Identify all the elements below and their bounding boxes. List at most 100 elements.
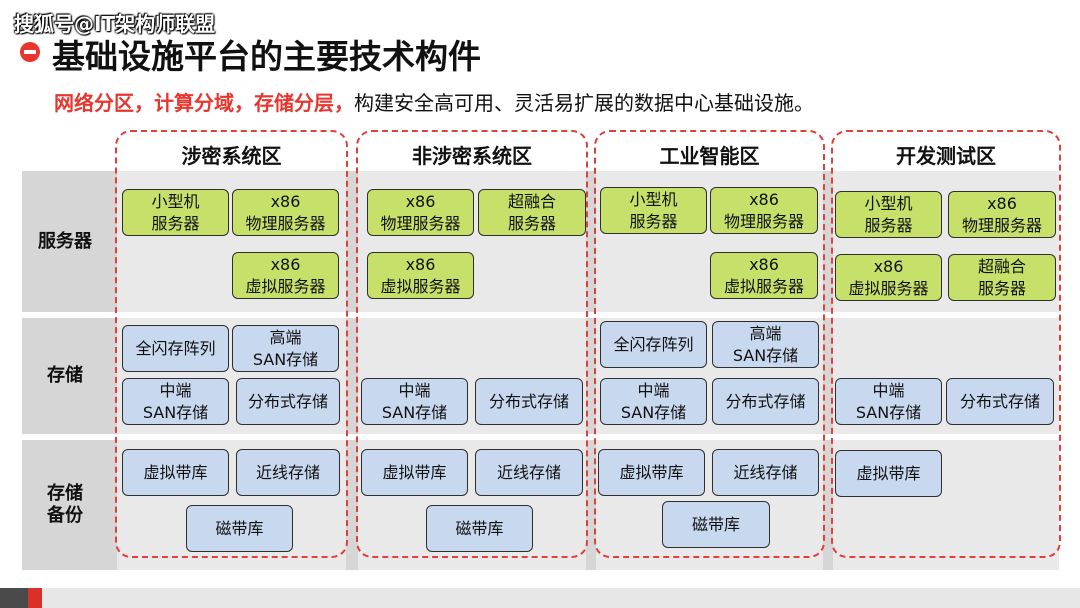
footer-bar-gray xyxy=(42,588,1080,608)
storage-component-box: 近线存储 xyxy=(475,449,583,496)
row-label-server: 服务器 xyxy=(22,171,108,312)
component-label-line2: 虚拟服务器 xyxy=(380,276,461,296)
storage-component-box: 磁带库 xyxy=(186,505,293,552)
component-label-line1: 超融合 xyxy=(977,256,1026,276)
zone-4 xyxy=(831,130,1061,558)
component-label-line1: 高端 xyxy=(749,323,782,343)
component-label-line2: 服务器 xyxy=(629,211,678,231)
title-bullet-icon xyxy=(20,42,40,62)
component-label-line1: x86 xyxy=(749,189,779,209)
component-label-line1: x86 xyxy=(270,191,301,211)
storage-component-box: 分布式存储 xyxy=(236,378,340,425)
row-label-server-text: 服务器 xyxy=(38,230,92,252)
subtitle: 网络分区，计算分域，存储分层，构建安全高可用、灵活易扩展的数据中心基础设施。 xyxy=(54,87,814,116)
storage-component-box: 虚拟带库 xyxy=(122,449,229,496)
zone-1 xyxy=(115,130,348,558)
component-label-line1: x86 xyxy=(270,254,301,274)
component-label-line1: 小型机 xyxy=(864,193,913,213)
component-label-line2: 服务器 xyxy=(151,213,200,233)
component-label-line2: 物理服务器 xyxy=(723,211,804,231)
zone-3 xyxy=(594,130,825,558)
footer-bar-red xyxy=(28,588,42,608)
storage-component-box: 分布式存储 xyxy=(712,378,819,425)
storage-component-box: 近线存储 xyxy=(712,449,819,496)
component-label-line2: 物理服务器 xyxy=(961,215,1042,235)
component-label-line2: SAN存储 xyxy=(620,402,687,422)
component-label-line2: 虚拟服务器 xyxy=(723,276,804,296)
component-label-line1: x86 xyxy=(405,191,436,211)
component-label-line1: 磁带库 xyxy=(455,518,504,538)
component-label-line2: 物理服务器 xyxy=(245,213,326,233)
component-label-line1: x86 xyxy=(987,193,1017,213)
component-label-line2: 虚拟服务器 xyxy=(848,278,929,298)
storage-component-box: 近线存储 xyxy=(236,449,340,496)
storage-component-box: 虚拟带库 xyxy=(835,450,942,497)
component-label-line1: 分布式存储 xyxy=(247,391,328,411)
component-label-line2: SAN存储 xyxy=(381,402,448,422)
component-label-line1: 磁带库 xyxy=(691,514,740,534)
component-label-line1: 虚拟带库 xyxy=(856,463,921,483)
component-label-line1: x86 xyxy=(873,256,904,276)
component-label-line1: 近线存储 xyxy=(496,462,561,482)
component-label-line2: 服务器 xyxy=(507,213,556,233)
page-title: 基础设施平台的主要技术构件 xyxy=(52,37,481,76)
component-label-line2: 物理服务器 xyxy=(380,213,461,233)
component-label-line1: 近线存储 xyxy=(255,462,320,482)
server-component-box: 小型机服务器 xyxy=(122,189,229,236)
component-label-line1: 超融合 xyxy=(507,191,556,211)
component-label-line2: 服务器 xyxy=(977,278,1026,298)
component-label-line1: 全闪存阵列 xyxy=(613,334,694,354)
zone-title: 涉密系统区 xyxy=(181,144,282,168)
row-label-backup-line2: 备份 xyxy=(47,505,83,526)
component-label-line1: 中端 xyxy=(159,380,192,400)
component-label-line1: x86 xyxy=(405,254,436,274)
storage-component-box: 磁带库 xyxy=(426,505,533,552)
component-label-line2: SAN存储 xyxy=(142,402,209,422)
component-label-line2: 服务器 xyxy=(864,215,913,235)
storage-component-box: 虚拟带库 xyxy=(598,449,705,496)
server-component-box: 超融合服务器 xyxy=(948,254,1056,301)
component-label-line1: 中端 xyxy=(872,380,905,400)
server-component-box: 小型机服务器 xyxy=(835,191,942,238)
component-label-line1: 分布式存储 xyxy=(488,391,569,411)
subtitle-highlight: 网络分区，计算分域，存储分层， xyxy=(54,91,354,115)
component-label-line2: SAN存储 xyxy=(252,349,319,369)
server-component-box: 小型机服务器 xyxy=(600,187,707,234)
component-label-line1: 小型机 xyxy=(151,191,200,211)
storage-component-box: 全闪存阵列 xyxy=(122,325,229,372)
component-label-line1: 小型机 xyxy=(629,189,678,209)
subtitle-rest: 构建安全高可用、灵活易扩展的数据中心基础设施。 xyxy=(354,91,814,115)
row-label-storage-text: 存储 xyxy=(47,365,83,386)
component-label-line1: 近线存储 xyxy=(733,462,798,482)
component-label-line1: 分布式存储 xyxy=(959,391,1040,411)
zone-title: 开发测试区 xyxy=(896,144,996,168)
storage-component-box: 全闪存阵列 xyxy=(600,321,707,368)
component-label-line1: 磁带库 xyxy=(215,518,264,538)
zone-title: 非涉密系统区 xyxy=(412,144,532,168)
watermark: 搜狐号@IT架构师联盟 xyxy=(14,12,216,36)
storage-component-box: 磁带库 xyxy=(662,501,770,548)
row-label-backup: 存储备份 xyxy=(22,440,108,570)
storage-component-box: 分布式存储 xyxy=(946,378,1054,425)
row-label-storage: 存储 xyxy=(22,318,108,434)
component-label-line1: 高端 xyxy=(269,327,302,347)
component-label-line1: 中端 xyxy=(637,380,670,400)
storage-component-box: 分布式存储 xyxy=(475,378,583,425)
footer-bar-dark xyxy=(0,588,28,608)
component-label-line1: 虚拟带库 xyxy=(382,462,447,482)
component-label-line2: 虚拟服务器 xyxy=(245,276,326,296)
component-label-line1: 全闪存阵列 xyxy=(135,338,216,358)
server-component-box: 超融合服务器 xyxy=(478,189,586,236)
zone-2 xyxy=(356,130,588,558)
